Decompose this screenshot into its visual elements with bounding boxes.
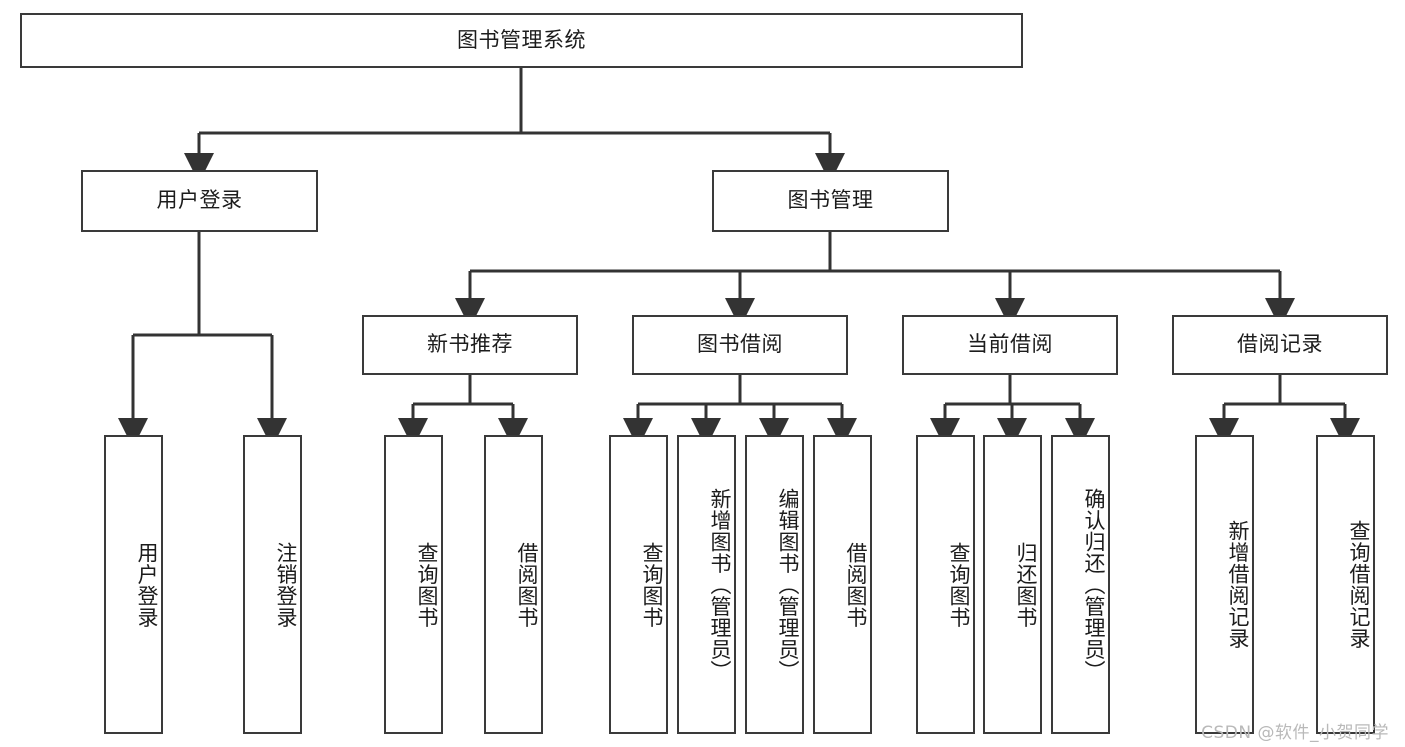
node-leaf-borrow-record-query-label: 查询借阅记录 <box>1347 520 1371 649</box>
node-leaf-current-borrow-confirm-label: 确认归还（管理员） <box>1082 487 1106 682</box>
node-leaf-book-borrow-lend-label: 借阅图书 <box>844 541 868 628</box>
node-leaf-new-book-query-label: 查询图书 <box>415 541 439 628</box>
node-leaf-borrow-record-add-label: 新增借阅记录 <box>1226 520 1250 649</box>
node-leaf-book-borrow-add[interactable]: 新增图书（管理员） <box>677 435 736 734</box>
node-leaf-book-borrow-lend[interactable]: 借阅图书 <box>813 435 872 734</box>
node-new-book-recommend[interactable]: 新书推荐 <box>362 315 578 375</box>
node-borrow-record-label: 借阅记录 <box>1237 332 1323 357</box>
node-book-borrow-label: 图书借阅 <box>697 332 783 357</box>
node-user-login-label: 用户登录 <box>156 188 243 213</box>
node-leaf-current-borrow-query-label: 查询图书 <box>947 541 971 628</box>
node-book-manage[interactable]: 图书管理 <box>712 170 949 232</box>
node-leaf-current-borrow-confirm[interactable]: 确认归还（管理员） <box>1051 435 1110 734</box>
node-borrow-record[interactable]: 借阅记录 <box>1172 315 1388 375</box>
node-leaf-user-login-signin-label: 用户登录 <box>135 541 159 628</box>
node-current-borrow[interactable]: 当前借阅 <box>902 315 1118 375</box>
node-leaf-book-borrow-edit-label: 编辑图书（管理员） <box>776 487 800 682</box>
node-leaf-current-borrow-query[interactable]: 查询图书 <box>916 435 975 734</box>
node-new-book-recommend-label: 新书推荐 <box>427 332 513 357</box>
node-root-system-label: 图书管理系统 <box>457 27 586 52</box>
node-user-login[interactable]: 用户登录 <box>81 170 318 232</box>
node-leaf-user-login-signout[interactable]: 注销登录 <box>243 435 302 734</box>
node-book-borrow[interactable]: 图书借阅 <box>632 315 848 375</box>
node-leaf-user-login-signout-label: 注销登录 <box>274 541 298 628</box>
node-leaf-borrow-record-add[interactable]: 新增借阅记录 <box>1195 435 1254 734</box>
node-leaf-book-borrow-query-label: 查询图书 <box>640 541 664 628</box>
node-leaf-book-borrow-edit[interactable]: 编辑图书（管理员） <box>745 435 804 734</box>
node-leaf-book-borrow-query[interactable]: 查询图书 <box>609 435 668 734</box>
node-leaf-new-book-borrow[interactable]: 借阅图书 <box>484 435 543 734</box>
node-leaf-book-borrow-add-label: 新增图书（管理员） <box>708 487 732 682</box>
node-current-borrow-label: 当前借阅 <box>967 332 1053 357</box>
node-root-system[interactable]: 图书管理系统 <box>20 13 1023 68</box>
node-book-manage-label: 图书管理 <box>787 188 874 213</box>
watermark-text: CSDN @软件_小贺同学 <box>1201 723 1389 743</box>
watermark: CSDN @软件_小贺同学 <box>1201 718 1389 743</box>
node-leaf-current-borrow-return-label: 归还图书 <box>1014 541 1038 628</box>
node-leaf-borrow-record-query[interactable]: 查询借阅记录 <box>1316 435 1375 734</box>
node-leaf-user-login-signin[interactable]: 用户登录 <box>104 435 163 734</box>
node-leaf-new-book-query[interactable]: 查询图书 <box>384 435 443 734</box>
node-leaf-current-borrow-return[interactable]: 归还图书 <box>983 435 1042 734</box>
node-leaf-new-book-borrow-label: 借阅图书 <box>515 541 539 628</box>
